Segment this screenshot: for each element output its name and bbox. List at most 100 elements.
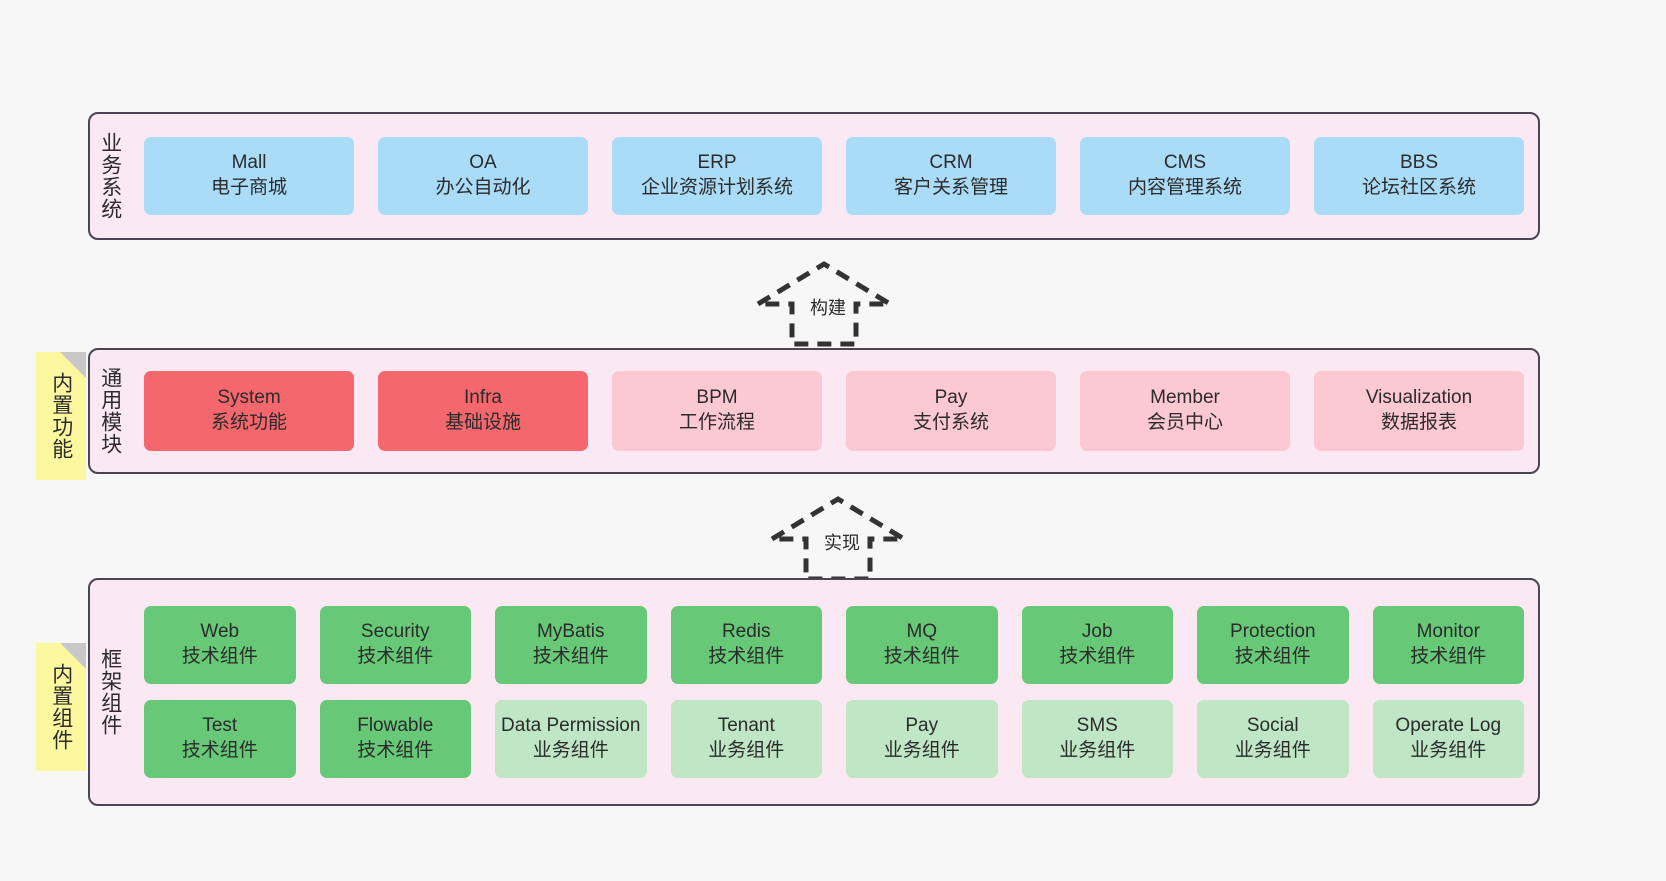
node-subtitle: 业务组件 xyxy=(1410,740,1487,761)
node-protection[interactable]: Protection 技术组件 xyxy=(1197,606,1349,684)
node-mq[interactable]: MQ 技术组件 xyxy=(846,606,998,684)
layer-body-common-modules: System 系统功能 Infra 基础设施 BPM 工作流程 Pay 支付系统… xyxy=(130,350,1538,472)
node-title: Pay xyxy=(934,387,968,409)
node-row: Mall 电子商城 OA 办公自动化 ERP 企业资源计划系统 CRM 客户关系… xyxy=(144,137,1524,215)
node-operate-log[interactable]: Operate Log 业务组件 xyxy=(1372,700,1524,778)
node-title: CRM xyxy=(929,152,973,174)
node-title: Security xyxy=(360,621,430,643)
node-title: Test xyxy=(202,715,238,737)
node-subtitle: 会员中心 xyxy=(1146,412,1223,433)
node-pay-module[interactable]: Pay 支付系统 xyxy=(846,371,1056,451)
node-member[interactable]: Member 会员中心 xyxy=(1080,371,1290,451)
folded-corner-icon xyxy=(60,643,86,669)
node-crm[interactable]: CRM 客户关系管理 xyxy=(846,137,1056,215)
node-subtitle: 电子商城 xyxy=(210,177,287,198)
node-subtitle: 技术组件 xyxy=(181,646,258,667)
connector-implement xyxy=(763,493,926,583)
node-subtitle: 企业资源计划系统 xyxy=(640,177,793,198)
node-title: Web xyxy=(200,621,240,643)
node-data-permission[interactable]: Data Permission 业务组件 xyxy=(495,700,647,778)
layer-title-common-modules: 通用模块 xyxy=(98,367,122,455)
node-subtitle: 技术组件 xyxy=(181,740,258,761)
node-erp[interactable]: ERP 企业资源计划系统 xyxy=(612,137,822,215)
node-title: Operate Log xyxy=(1395,715,1502,737)
connector-implement-label: 实现 xyxy=(824,533,860,553)
node-social[interactable]: Social 业务组件 xyxy=(1197,700,1349,778)
node-oa[interactable]: OA 办公自动化 xyxy=(378,137,588,215)
note-builtin-components: 内置组件 xyxy=(36,643,86,771)
node-title: Protection xyxy=(1229,621,1316,643)
node-system[interactable]: System 系统功能 xyxy=(144,371,354,451)
node-cms[interactable]: CMS 内容管理系统 xyxy=(1080,137,1290,215)
node-web[interactable]: Web 技术组件 xyxy=(144,606,296,684)
node-subtitle: 办公自动化 xyxy=(435,177,531,198)
node-title: ERP xyxy=(697,152,737,174)
layer-body-business-systems: Mall 电子商城 OA 办公自动化 ERP 企业资源计划系统 CRM 客户关系… xyxy=(130,114,1538,238)
node-subtitle: 技术组件 xyxy=(532,646,609,667)
node-title: Pay xyxy=(905,715,939,737)
node-visualization[interactable]: Visualization 数据报表 xyxy=(1314,371,1524,451)
connector-build xyxy=(749,258,912,348)
node-subtitle: 业务组件 xyxy=(708,740,785,761)
layer-title-business-systems: 业务系统 xyxy=(98,132,122,220)
node-monitor[interactable]: Monitor 技术组件 xyxy=(1372,606,1524,684)
node-security[interactable]: Security 技术组件 xyxy=(319,606,471,684)
node-subtitle: 基础设施 xyxy=(444,412,521,433)
node-subtitle: 技术组件 xyxy=(1410,646,1487,667)
node-subtitle: 数据报表 xyxy=(1380,412,1457,433)
node-pay-component[interactable]: Pay 业务组件 xyxy=(846,700,998,778)
connector-build-label: 构建 xyxy=(810,298,846,318)
node-redis[interactable]: Redis 技术组件 xyxy=(670,606,822,684)
node-subtitle: 技术组件 xyxy=(883,646,960,667)
note-builtin-features: 内置功能 xyxy=(36,352,86,480)
node-subtitle: 技术组件 xyxy=(357,646,434,667)
node-bbs[interactable]: BBS 论坛社区系统 xyxy=(1314,137,1524,215)
node-title: BBS xyxy=(1399,152,1439,174)
node-title: BPM xyxy=(696,387,738,409)
node-tenant[interactable]: Tenant 业务组件 xyxy=(670,700,822,778)
node-mall[interactable]: Mall 电子商城 xyxy=(144,137,354,215)
node-mybatis[interactable]: MyBatis 技术组件 xyxy=(495,606,647,684)
layer-business-systems: 业务系统 Mall 电子商城 OA 办公自动化 ERP 企业资源计划系统 CRM… xyxy=(88,112,1540,240)
node-subtitle: 技术组件 xyxy=(708,646,785,667)
node-title: Infra xyxy=(463,387,503,409)
node-sms[interactable]: SMS 业务组件 xyxy=(1021,700,1173,778)
node-title: MyBatis xyxy=(536,621,605,643)
node-title: Mall xyxy=(231,152,267,174)
node-row: Test 技术组件 Flowable 技术组件 Data Permission … xyxy=(144,700,1524,778)
dashed-arrow-up-icon xyxy=(763,496,913,582)
node-subtitle: 业务组件 xyxy=(532,740,609,761)
node-title: Redis xyxy=(721,621,771,643)
node-subtitle: 业务组件 xyxy=(883,740,960,761)
node-job[interactable]: Job 技术组件 xyxy=(1021,606,1173,684)
node-subtitle: 客户关系管理 xyxy=(893,177,1008,198)
node-title: Flowable xyxy=(357,715,434,737)
node-title: Tenant xyxy=(717,715,775,737)
node-title: MQ xyxy=(906,621,938,643)
note-label: 内置组件 xyxy=(49,663,73,751)
node-title: OA xyxy=(469,152,497,174)
node-subtitle: 论坛社区系统 xyxy=(1361,177,1476,198)
node-subtitle: 业务组件 xyxy=(1059,740,1136,761)
node-title: System xyxy=(217,387,281,409)
node-title: SMS xyxy=(1076,715,1118,737)
node-title: Visualization xyxy=(1365,387,1473,409)
node-title: Social xyxy=(1246,715,1299,737)
node-title: Data Permission xyxy=(501,715,641,737)
node-subtitle: 技术组件 xyxy=(1059,646,1136,667)
node-subtitle: 工作流程 xyxy=(678,412,755,433)
node-test[interactable]: Test 技术组件 xyxy=(144,700,296,778)
layer-common-modules: 通用模块 System 系统功能 Infra 基础设施 BPM 工作流程 Pay… xyxy=(88,348,1540,474)
node-bpm[interactable]: BPM 工作流程 xyxy=(612,371,822,451)
node-flowable[interactable]: Flowable 技术组件 xyxy=(319,700,471,778)
note-label: 内置功能 xyxy=(49,372,73,460)
layer-body-framework-components: Web 技术组件 Security 技术组件 MyBatis 技术组件 Redi… xyxy=(130,580,1538,804)
node-row: Web 技术组件 Security 技术组件 MyBatis 技术组件 Redi… xyxy=(144,606,1524,684)
node-subtitle: 系统功能 xyxy=(210,412,287,433)
node-title: CMS xyxy=(1163,152,1207,174)
node-subtitle: 业务组件 xyxy=(1234,740,1311,761)
layer-framework-components: 框架组件 Web 技术组件 Security 技术组件 MyBatis 技术组件… xyxy=(88,578,1540,806)
node-infra[interactable]: Infra 基础设施 xyxy=(378,371,588,451)
layer-title-framework-components: 框架组件 xyxy=(98,648,122,736)
